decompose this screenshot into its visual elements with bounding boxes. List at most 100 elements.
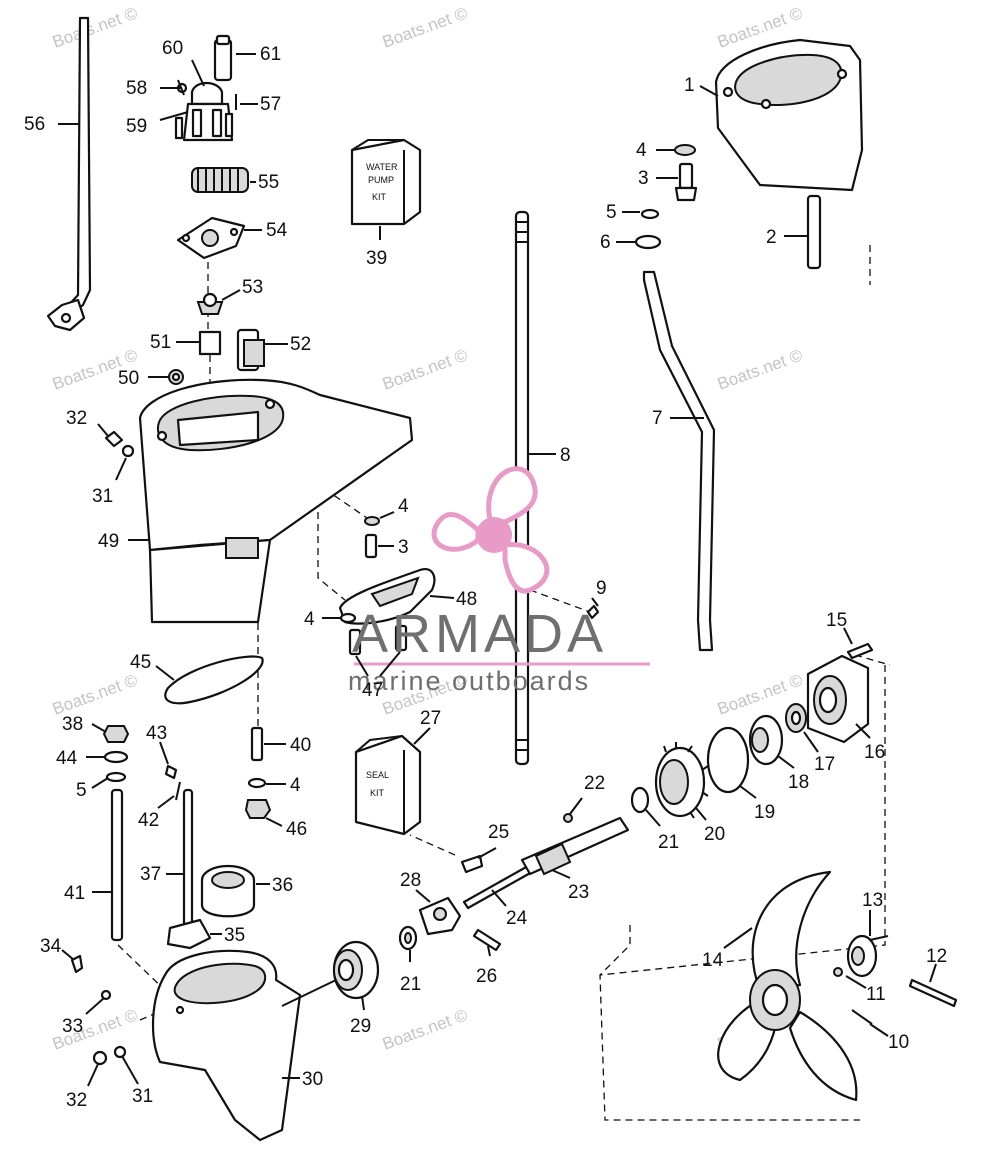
callout-42: 42 bbox=[138, 810, 159, 831]
part-22-pin bbox=[563, 813, 573, 823]
callout-6: 6 bbox=[600, 232, 611, 253]
callout-56: 56 bbox=[24, 114, 45, 135]
part-33-washer bbox=[100, 989, 112, 1001]
part-49-upper-housing bbox=[138, 378, 414, 624]
part-43-pin bbox=[164, 764, 178, 780]
kit-label-kit: KIT bbox=[372, 192, 387, 202]
callout-30: 30 bbox=[302, 1069, 323, 1090]
callout-2: 2 bbox=[766, 227, 777, 248]
callout-39: 39 bbox=[366, 248, 387, 269]
callout-59: 59 bbox=[126, 116, 147, 137]
part-32-screw-lower bbox=[92, 1050, 108, 1066]
callout-13: 13 bbox=[862, 890, 883, 911]
part-35-shift-cam bbox=[166, 918, 212, 950]
part-44-washer-left bbox=[103, 750, 129, 764]
kit-label-pump: PUMP bbox=[368, 175, 394, 185]
callout-1: 1 bbox=[684, 75, 695, 96]
part-10-nut bbox=[851, 1009, 873, 1025]
callout-21-lower: 21 bbox=[400, 974, 421, 995]
brand-tagline: marine outboards bbox=[348, 666, 590, 696]
watermark-text: Boats.net © bbox=[50, 3, 141, 51]
part-20-reverse-gear bbox=[654, 742, 709, 819]
callout-23: 23 bbox=[568, 882, 589, 903]
callout-10: 10 bbox=[888, 1032, 909, 1053]
part-37-shift-rod-lower bbox=[182, 788, 194, 942]
callout-3-top: 3 bbox=[638, 168, 649, 189]
callout-28: 28 bbox=[400, 870, 421, 891]
armada-brand-overlay: ARMADA marine outboards bbox=[348, 466, 650, 696]
callout-58: 58 bbox=[126, 78, 147, 99]
part-51-clip bbox=[198, 330, 222, 356]
part-2-water-tube bbox=[806, 194, 822, 270]
callout-4-mid: 4 bbox=[398, 496, 409, 517]
part-46-nut bbox=[244, 799, 272, 819]
callout-5-left: 5 bbox=[76, 780, 87, 801]
callout-24: 24 bbox=[506, 908, 528, 929]
callout-31-upper: 31 bbox=[92, 486, 113, 507]
part-53-grommet bbox=[196, 292, 224, 315]
callout-27: 27 bbox=[420, 708, 441, 729]
part-4-washer-stud bbox=[247, 777, 267, 789]
callout-51: 51 bbox=[150, 332, 171, 353]
callout-53: 53 bbox=[242, 277, 263, 298]
part-23-propeller-shaft bbox=[520, 816, 630, 876]
callout-17: 17 bbox=[814, 754, 835, 775]
part-12-cotter-pin bbox=[908, 978, 958, 1008]
callout-48: 48 bbox=[456, 589, 477, 610]
callout-35: 35 bbox=[224, 925, 245, 946]
kit-label-kit-2: KIT bbox=[370, 788, 385, 798]
part-6-grommet-top bbox=[634, 234, 662, 250]
part-5-ring-top bbox=[640, 208, 660, 220]
part-14-propeller bbox=[717, 870, 858, 1102]
callout-29: 29 bbox=[350, 1016, 371, 1037]
callout-60: 60 bbox=[162, 38, 183, 59]
callout-19: 19 bbox=[754, 802, 775, 823]
callout-52: 52 bbox=[290, 334, 311, 355]
callout-44: 44 bbox=[56, 748, 78, 769]
part-19-o-ring bbox=[706, 726, 750, 794]
callout-32-upper: 32 bbox=[66, 408, 87, 429]
part-32-screw-upper bbox=[104, 430, 124, 448]
callout-34: 34 bbox=[40, 936, 62, 957]
callout-46: 46 bbox=[286, 819, 307, 840]
part-50-seal bbox=[168, 369, 184, 385]
kit-label-water: WATER bbox=[366, 162, 398, 172]
part-41-long-stud bbox=[110, 788, 124, 942]
callout-16: 16 bbox=[864, 742, 885, 763]
part-21-washer-upper bbox=[630, 786, 650, 814]
part-48-pickup-plate bbox=[338, 568, 436, 625]
part-5-ring-left bbox=[105, 771, 127, 783]
callout-25: 25 bbox=[488, 822, 509, 843]
part-13-thrust-hub bbox=[846, 934, 889, 978]
callout-20: 20 bbox=[704, 824, 725, 845]
callout-33: 33 bbox=[62, 1016, 83, 1037]
part-55-impeller bbox=[191, 167, 249, 193]
part-42-spring bbox=[175, 781, 181, 801]
part-11-washer bbox=[833, 967, 843, 977]
part-29-gear bbox=[332, 940, 380, 1000]
part-47-screws bbox=[348, 624, 408, 656]
part-18-bearing bbox=[748, 714, 784, 766]
part-31-washer-upper bbox=[121, 444, 135, 458]
callout-61: 61 bbox=[260, 44, 281, 65]
kit-label-seal: SEAL bbox=[366, 770, 389, 780]
part-7-long-water-tube bbox=[642, 270, 716, 652]
part-4-washer-top bbox=[674, 144, 696, 156]
callout-9: 9 bbox=[596, 578, 607, 599]
part-1-exhaust-housing bbox=[714, 38, 864, 192]
part-45-gasket bbox=[164, 655, 264, 705]
part-9-pin bbox=[586, 604, 600, 620]
part-21-washer-lower bbox=[398, 925, 418, 951]
callout-labels: 61 60 58 59 57 56 55 54 53 51 52 50 32 3… bbox=[24, 38, 947, 1111]
callout-41: 41 bbox=[64, 883, 85, 904]
callout-22: 22 bbox=[584, 773, 605, 794]
callout-57: 57 bbox=[260, 94, 281, 115]
watermark-text: Boats.net © bbox=[50, 670, 141, 718]
part-40-stud bbox=[250, 726, 264, 762]
part-3-bolt-mid bbox=[364, 533, 378, 559]
callout-55: 55 bbox=[258, 172, 279, 193]
part-15-bolt bbox=[846, 642, 874, 660]
callout-49: 49 bbox=[98, 531, 119, 552]
part-17-seal bbox=[785, 703, 807, 733]
